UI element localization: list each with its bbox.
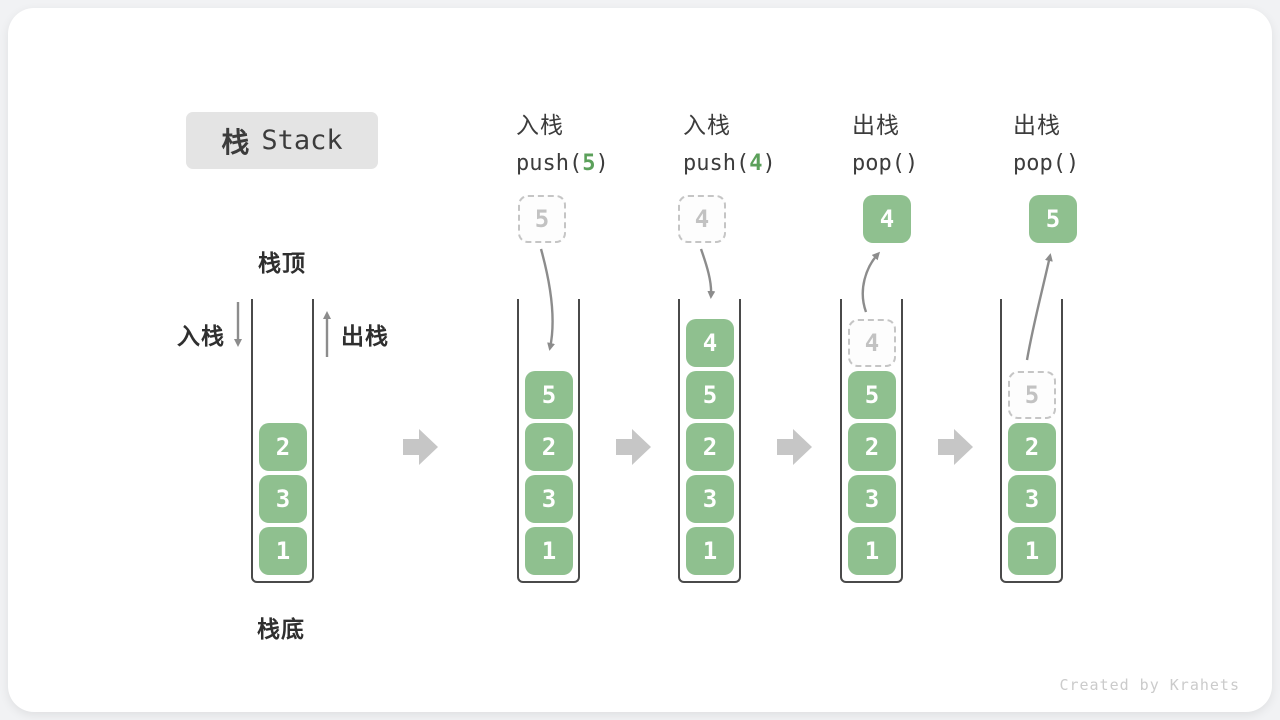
stack-top-label: 栈顶 xyxy=(258,250,306,276)
stack-block: 1 xyxy=(686,527,734,575)
title-en: Stack xyxy=(261,125,343,156)
stack-block: 3 xyxy=(525,475,573,523)
title-box: 栈 Stack xyxy=(186,112,378,169)
watermark: Created by Krahets xyxy=(1059,676,1240,694)
code-arg: 5 xyxy=(582,151,596,176)
stack-block: 2 xyxy=(525,423,573,471)
operation-label-pop-2: 出栈 pop() xyxy=(1013,106,1079,176)
stack-bottom-label: 栈底 xyxy=(257,616,305,642)
operation-name: 出栈 xyxy=(852,112,900,138)
operation-code: pop() xyxy=(1013,151,1079,176)
stack-block: 3 xyxy=(1008,475,1056,523)
pop-side-label: 出栈 xyxy=(341,323,389,349)
operation-code: pop() xyxy=(852,151,918,176)
operation-code: push(5) xyxy=(516,151,609,176)
code-pre: push( xyxy=(516,151,583,176)
ghost-slot-box: 5 xyxy=(1008,371,1056,419)
code-post: ) xyxy=(762,151,776,176)
stack-block: 4 xyxy=(686,319,734,367)
popped-value-box: 5 xyxy=(1029,195,1077,243)
stack-block: 1 xyxy=(848,527,896,575)
operation-name: 入栈 xyxy=(516,112,564,138)
stack-block: 3 xyxy=(259,475,307,523)
operation-label-push-4: 入栈 push(4) xyxy=(683,106,776,176)
code-arg: 4 xyxy=(749,151,763,176)
operation-code: push(4) xyxy=(683,151,776,176)
stack-block: 2 xyxy=(259,423,307,471)
incoming-value-box: 4 xyxy=(678,195,726,243)
code-post: ) xyxy=(595,151,609,176)
stack-block: 2 xyxy=(1008,423,1056,471)
stack-block: 1 xyxy=(259,527,307,575)
stack-block: 2 xyxy=(686,423,734,471)
stack-block: 3 xyxy=(686,475,734,523)
stack-block: 5 xyxy=(686,371,734,419)
code-pre: pop( xyxy=(852,151,905,176)
title-zh: 栈 xyxy=(221,126,250,158)
code-post: ) xyxy=(1065,151,1080,176)
popped-value-box: 4 xyxy=(863,195,911,243)
ghost-slot-box: 4 xyxy=(848,319,896,367)
operation-label-pop-1: 出栈 pop() xyxy=(852,106,918,176)
operation-name: 出栈 xyxy=(1013,112,1061,138)
stack-block: 2 xyxy=(848,423,896,471)
operation-name: 入栈 xyxy=(683,112,731,138)
code-pre: pop( xyxy=(1013,151,1066,176)
stack-block: 5 xyxy=(848,371,896,419)
push-side-label: 入栈 xyxy=(177,323,225,349)
code-post: ) xyxy=(904,151,919,176)
operation-label-push-5: 入栈 push(5) xyxy=(516,106,609,176)
stack-block: 1 xyxy=(525,527,573,575)
code-pre: push( xyxy=(683,151,750,176)
stack-block: 5 xyxy=(525,371,573,419)
incoming-value-box: 5 xyxy=(518,195,566,243)
stack-block: 1 xyxy=(1008,527,1056,575)
stack-block: 3 xyxy=(848,475,896,523)
